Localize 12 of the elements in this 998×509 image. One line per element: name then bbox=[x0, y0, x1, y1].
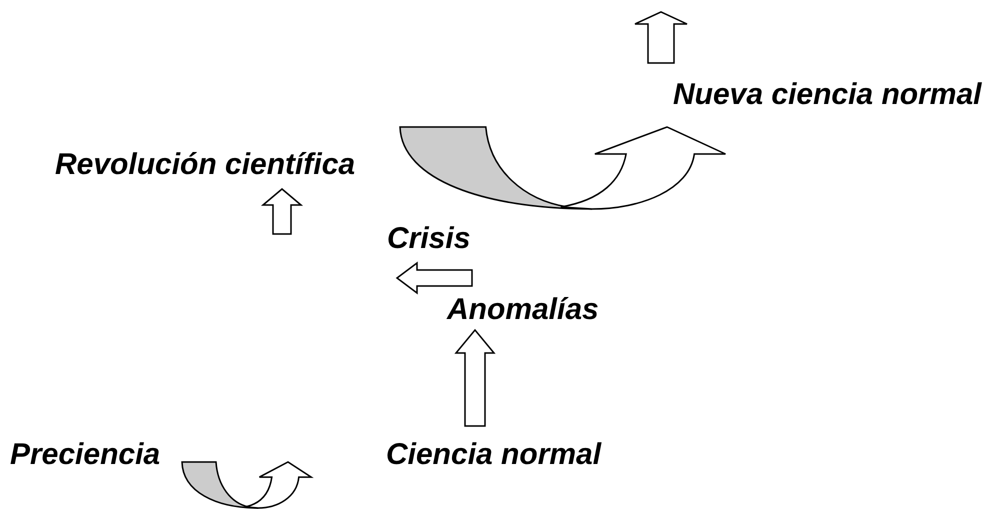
stage-label: Revolución científica bbox=[55, 149, 356, 181]
stage-label: Crisis bbox=[387, 223, 470, 255]
stage-label: Anomalías bbox=[447, 294, 599, 326]
stage-label: Nueva ciencia normal bbox=[673, 79, 982, 111]
stage-label: Preciencia bbox=[10, 439, 160, 471]
curved-block-arrow bbox=[399, 126, 726, 210]
block-arrow bbox=[634, 11, 688, 64]
block-arrow bbox=[454, 328, 496, 427]
curved-block-arrow bbox=[181, 461, 312, 509]
block-arrow bbox=[260, 188, 304, 235]
block-arrow bbox=[396, 262, 473, 294]
stage-label: Ciencia normal bbox=[386, 439, 602, 471]
